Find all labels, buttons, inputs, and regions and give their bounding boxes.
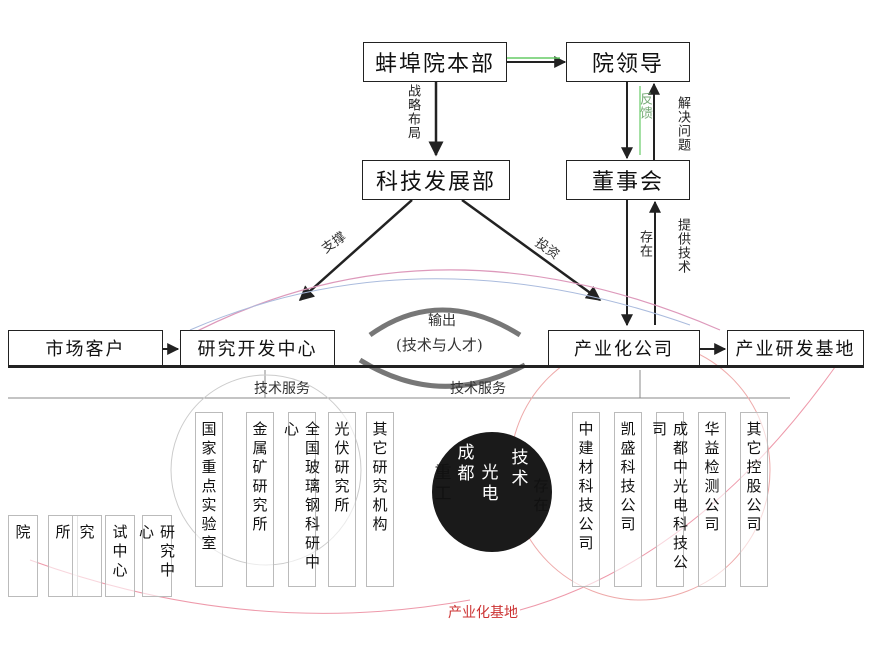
market-box[interactable]: 市场客户 xyxy=(8,330,163,366)
bottom-left-item: 研究中心 xyxy=(137,515,176,597)
bottom-left-item: 试中心 xyxy=(105,515,135,597)
solve-problems-label: 解决问题 xyxy=(675,96,690,152)
column-item: 金属矿研究所 xyxy=(246,412,274,587)
center-circle-text: 重工 xyxy=(430,463,451,505)
caption: 产业化基地 xyxy=(448,605,518,621)
provide-tech-label: 提供技术 xyxy=(675,218,690,274)
leadership-box[interactable]: 院领导 xyxy=(566,42,690,82)
center-circle xyxy=(432,432,552,552)
industrial-co-box[interactable]: 产业化公司 xyxy=(548,330,700,366)
exists-label: 存在 xyxy=(637,230,652,258)
column-item: 光伏研究所 xyxy=(328,412,356,587)
center-circle-text: 存在 xyxy=(531,478,550,516)
column-item: 国家重点实验室 xyxy=(195,412,223,587)
column-item: 凯盛科技公司 xyxy=(614,412,642,587)
tech-service-2-label: 技术服务 xyxy=(450,381,506,397)
bottom-left-item: 究 xyxy=(72,515,102,597)
output-detail: (技术与人才) xyxy=(396,336,483,354)
bottom-left-item: 院 xyxy=(8,515,38,597)
industry-base-box[interactable]: 产业研发基地 xyxy=(727,330,864,366)
tech-service-label: 技术服务 xyxy=(254,381,310,397)
feedback-label: 反馈 xyxy=(637,92,652,120)
column-item: 全国玻璃钢科研中心 xyxy=(282,412,321,587)
column-item: 华益检测公司 xyxy=(698,412,726,587)
column-item: 成都中光电科技公司 xyxy=(650,412,689,587)
center-circle-text: 技术 xyxy=(507,448,528,490)
hq-box[interactable]: 蚌埠院本部 xyxy=(363,42,507,82)
column-item: 中建材科技公司 xyxy=(572,412,600,587)
strategy-label: 战略布局 xyxy=(405,84,420,140)
center-circle-text: 成都 xyxy=(453,443,474,485)
middle-bar xyxy=(8,365,864,368)
rd-center-box[interactable]: 研究开发中心 xyxy=(180,330,335,366)
output-label: 输出 xyxy=(428,313,456,329)
column-item: 其它研究机构 xyxy=(366,412,394,587)
board-box[interactable]: 董事会 xyxy=(566,160,690,200)
column-item: 其它控股公司 xyxy=(740,412,768,587)
center-circle-text: 光电 xyxy=(477,463,498,505)
tech-dept-box[interactable]: 科技发展部 xyxy=(362,160,510,200)
